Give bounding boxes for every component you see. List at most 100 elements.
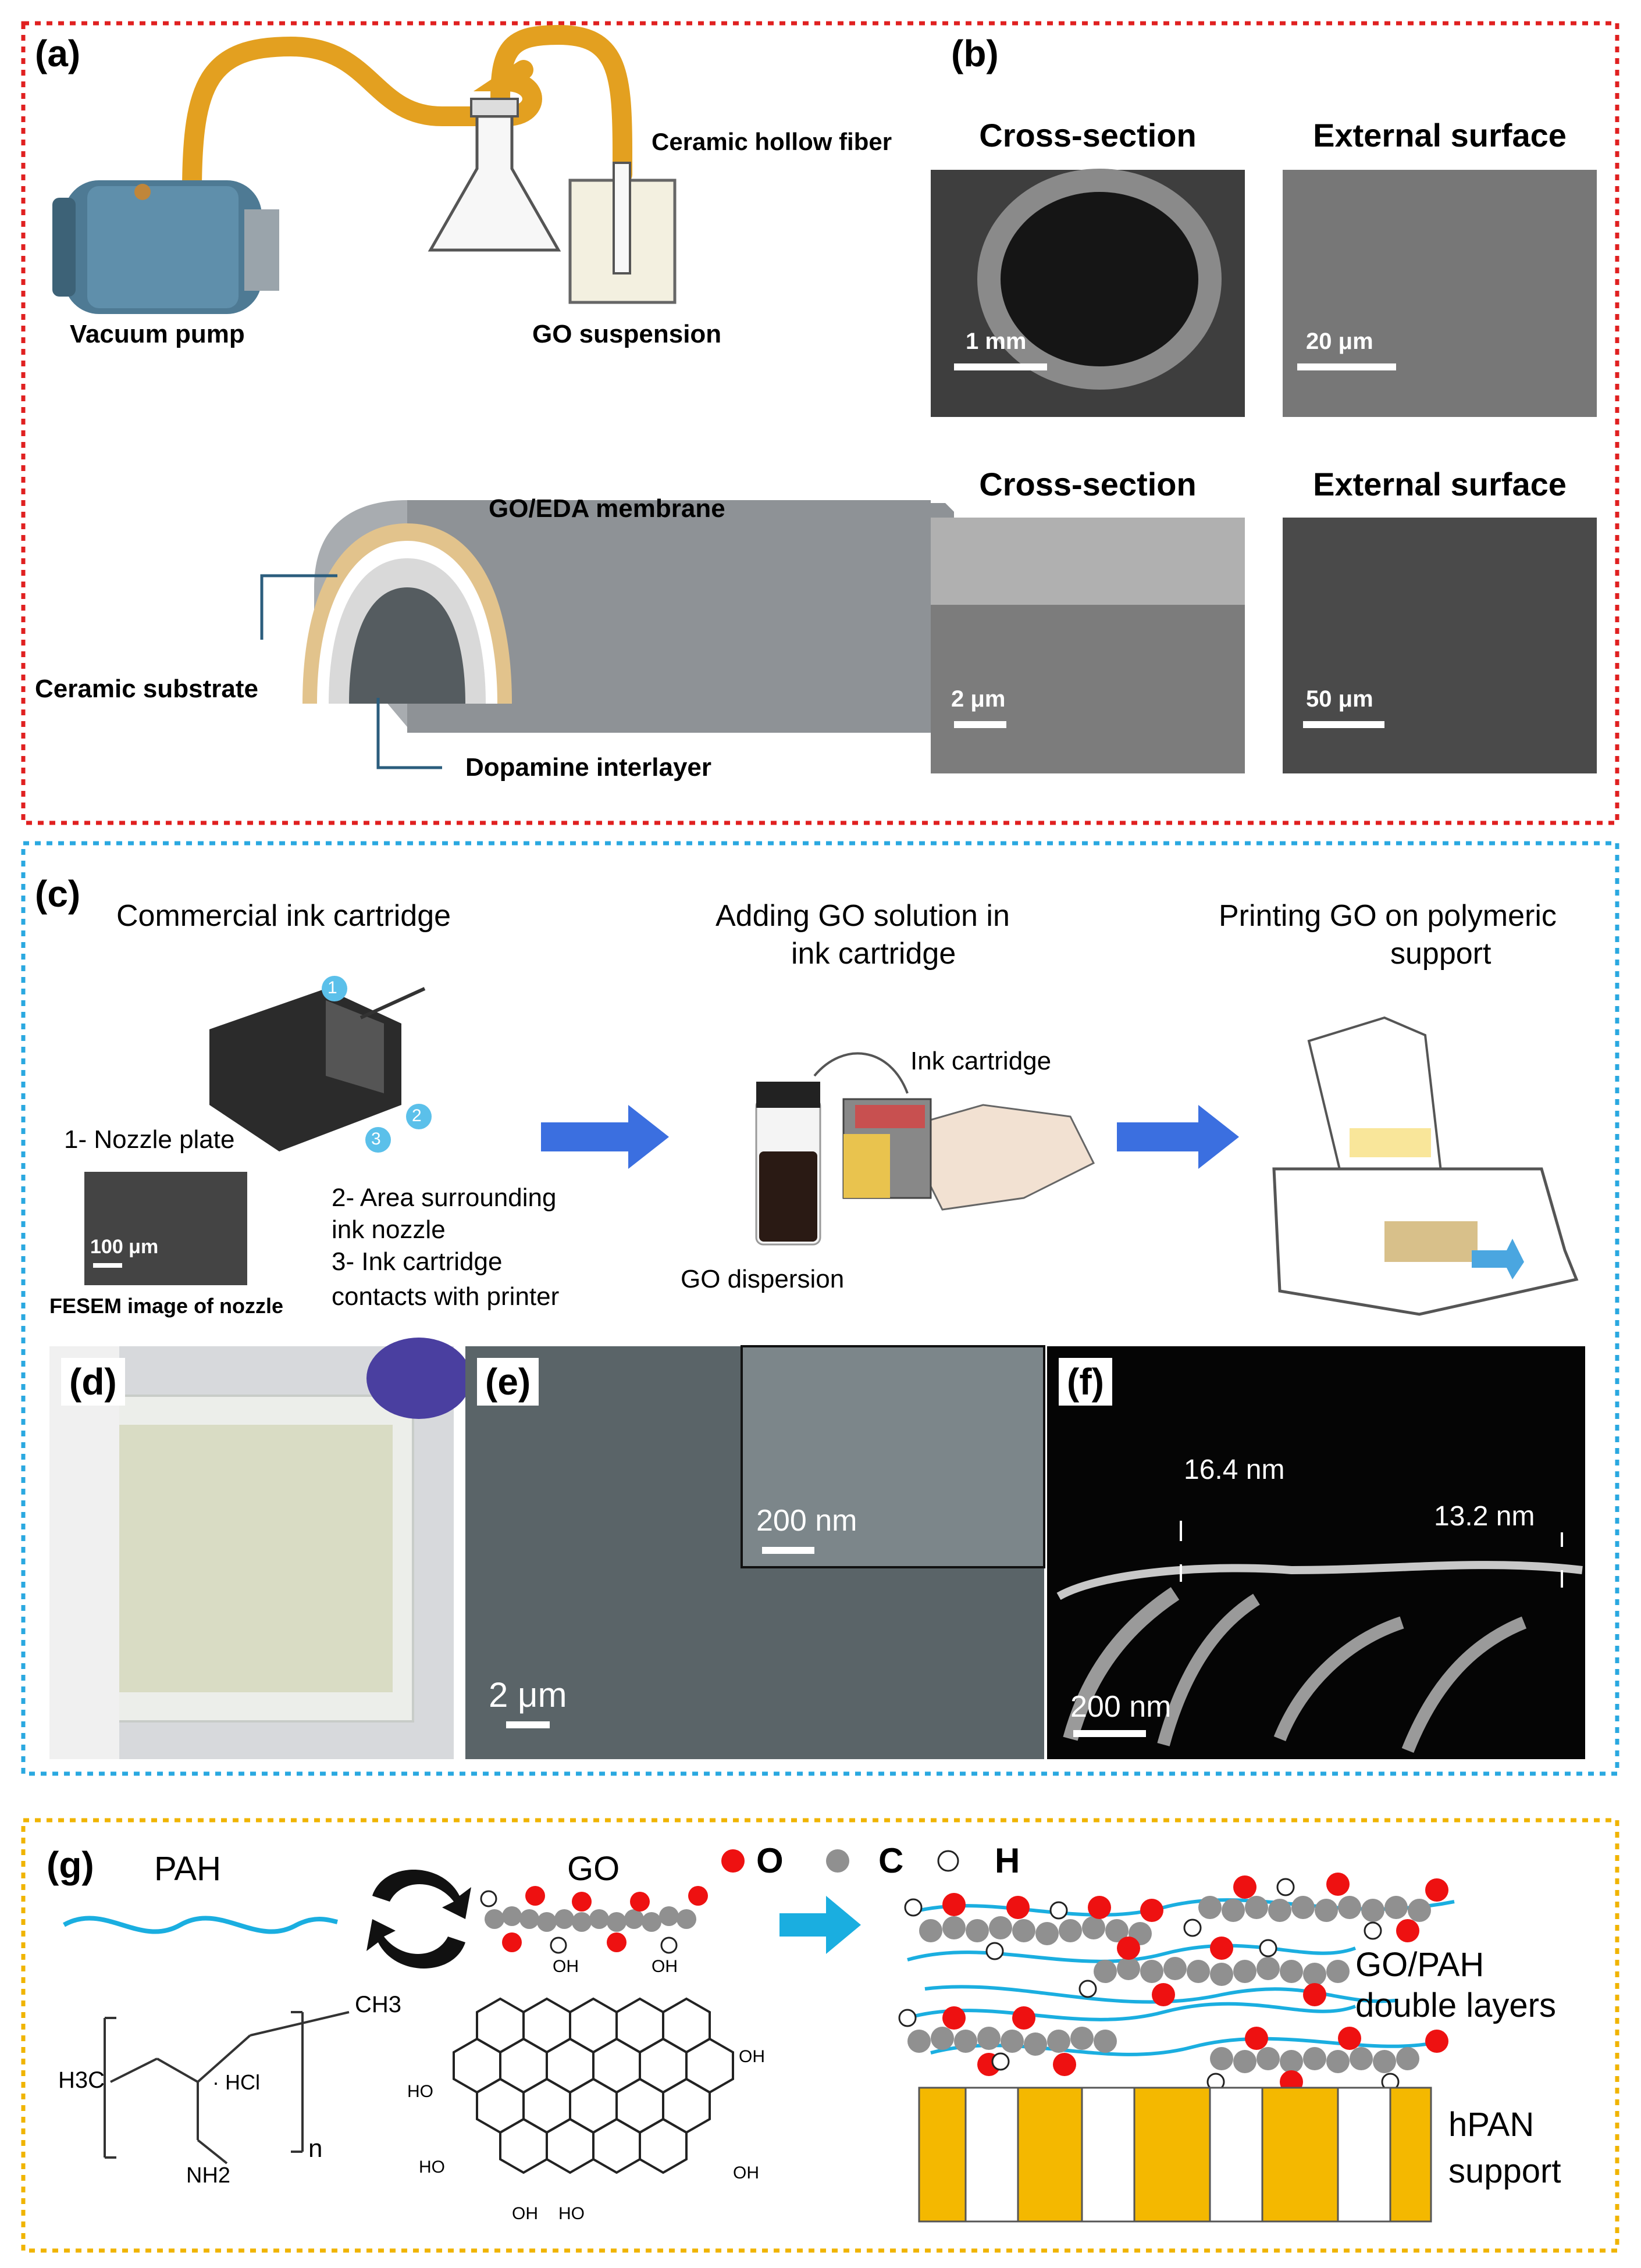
step1-label: Commercial ink cartridge: [116, 899, 451, 933]
go-pah-label-line2: double layers: [1355, 1987, 1556, 2024]
inset-scale-label: 200 nm: [756, 1504, 857, 1538]
panel-b-label: (b): [951, 33, 999, 74]
step2-label-line1: Adding GO solution in: [716, 899, 1010, 933]
nozzle-plate-label: 1- Nozzle plate: [64, 1125, 235, 1154]
sem-title-external-surface-2: External surface: [1283, 465, 1597, 503]
arrow-2: [1117, 1105, 1239, 1169]
sem-title-cross-section-1: Cross-section: [931, 116, 1245, 154]
legend-o-label: O: [756, 1841, 784, 1880]
go-eda-membrane-label: GO/EDA membrane: [489, 494, 725, 523]
n-subscript-label: n: [308, 2134, 323, 2163]
box-g: [21, 1818, 1619, 2253]
step3-label-line1: Printing GO on polymeric: [1219, 899, 1557, 933]
arrow-g: [779, 1896, 861, 1954]
hand-cartridge-icon: [842, 1098, 1095, 1211]
nh2-label: NH2: [186, 2163, 231, 2188]
scale-bar-2: [1297, 363, 1396, 370]
scale-label-e: 2 μm: [489, 1675, 567, 1714]
pah-chain: [63, 1916, 338, 1934]
ink-cartridge-illustration: [209, 976, 432, 1153]
area-label-line1: 2- Area surrounding: [332, 1183, 557, 1212]
ho-label-1: HO: [407, 2082, 433, 2101]
thickness-label-1: 16.4 nm: [1184, 1454, 1285, 1485]
ho-label-2: HO: [419, 2158, 445, 2177]
ceramic-hollow-fiber-label: Ceramic hollow fiber: [652, 128, 892, 155]
sem-external-surface-2: [1283, 518, 1597, 773]
step2-label-line2: ink cartridge: [791, 937, 956, 971]
go-structure: [453, 1997, 734, 2174]
callout-3: 3: [371, 1129, 381, 1149]
go-suspension-label: GO suspension: [532, 320, 722, 348]
panel-d-label: (d): [61, 1358, 125, 1406]
pah-label: PAH: [154, 1850, 221, 1888]
oh-label-3: OH: [739, 2047, 765, 2066]
oh-label-1: OH: [553, 1957, 579, 1976]
contacts-label-line1: 3- Ink cartridge: [332, 1247, 503, 1276]
go-vial-icon: [755, 1082, 821, 1246]
legend-c-dot: [826, 1849, 849, 1873]
tubing: [182, 36, 542, 202]
ho-label-3: HO: [558, 2204, 585, 2223]
go-sheet-small: [480, 1886, 708, 1954]
legend-c-label: C: [878, 1841, 904, 1880]
hcl-label: · HCl: [212, 2070, 260, 2094]
contacts-label-line2: contacts with printer: [332, 1282, 560, 1311]
scale-bar-3: [954, 721, 1006, 728]
hpan-label-line1: hPAN: [1448, 2106, 1535, 2144]
legend-o-dot: [721, 1849, 745, 1873]
ch3-label: CH3: [355, 1992, 402, 2017]
hpan-label-line2: support: [1448, 2152, 1561, 2190]
h3c-label: H3C: [58, 2067, 105, 2093]
scale-label-50um: 50 μm: [1306, 686, 1373, 712]
cycle-icon: [372, 1870, 471, 1919]
step3-label-line2: support: [1390, 937, 1492, 971]
go-pah-layers: [898, 1873, 1455, 2094]
printer-icon: [1272, 1016, 1579, 1316]
vacuum-pump-icon: [52, 180, 279, 314]
sem-cross-section-f: [1047, 1346, 1585, 1759]
scale-bar-f: [1073, 1730, 1146, 1737]
scale-label-2um: 2 μm: [951, 686, 1006, 712]
go-pah-label-line1: GO/PAH: [1355, 1946, 1485, 1984]
panel-e-label: (e): [477, 1358, 539, 1406]
oh-label-5: OH: [512, 2204, 538, 2223]
sem-title-cross-section-2: Cross-section: [931, 465, 1245, 503]
fesem-nozzle-image: [84, 1172, 247, 1285]
ceramic-substrate-label: Ceramic substrate: [35, 675, 258, 703]
oh-label-4: OH: [733, 2163, 759, 2183]
box-c-f: [21, 841, 1619, 1776]
flask-icon: [428, 98, 561, 252]
scale-label-20um: 20 μm: [1306, 329, 1373, 354]
sem-inset-e: [741, 1345, 1045, 1568]
thickness-label-2: 13.2 nm: [1434, 1501, 1535, 1532]
area-label-line2: ink nozzle: [332, 1215, 446, 1244]
panel-f-label: (f): [1059, 1358, 1112, 1406]
go-dispersion-label: GO dispersion: [681, 1265, 845, 1293]
panel-c-label: (c): [35, 873, 81, 915]
pah-structure: [104, 2011, 350, 2164]
sem-external-surface-1: [1283, 170, 1597, 417]
beaker-icon: [568, 162, 677, 304]
go-label: GO: [567, 1850, 620, 1888]
scale-bar-4: [1303, 721, 1384, 728]
callout-2: 2: [412, 1106, 422, 1125]
panel-g-label: (g): [47, 1844, 94, 1886]
dopamine-interlayer-label: Dopamine interlayer: [465, 753, 712, 782]
hpan-support: [918, 2087, 1432, 2223]
ink-cartridge-label: Ink cartridge: [910, 1047, 1052, 1075]
oh-label-2: OH: [652, 1957, 678, 1976]
scale-label-f: 200 nm: [1070, 1690, 1172, 1724]
vacuum-pump-label: Vacuum pump: [70, 320, 245, 348]
fesem-scale-bar: [93, 1263, 122, 1268]
fesem-scale-label: 100 μm: [90, 1236, 159, 1258]
legend-h-label: H: [995, 1841, 1020, 1880]
scale-label-1mm: 1 mm: [966, 329, 1027, 354]
membrane-tube-illustration: [260, 500, 954, 769]
legend-h-dot: [937, 1850, 959, 1872]
fesem-caption: FESEM image of nozzle: [49, 1294, 284, 1318]
arrow-1: [541, 1105, 669, 1169]
scale-bar-1: [954, 363, 1047, 370]
callout-1: 1: [328, 978, 337, 997]
inset-scale-bar: [762, 1547, 814, 1554]
